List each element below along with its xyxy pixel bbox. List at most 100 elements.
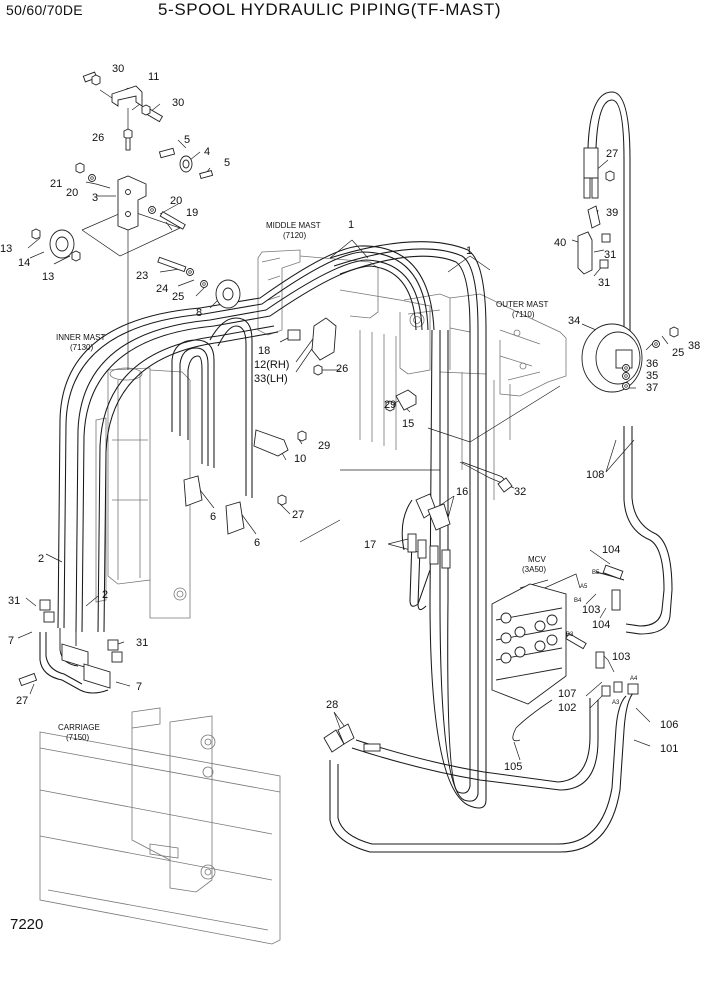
callout-37: 37: [646, 382, 658, 394]
bracket-3-icon: [117, 175, 147, 231]
callout-25: 25: [172, 291, 184, 303]
sheave-14-icon: [49, 229, 75, 259]
callout-36: 36: [646, 358, 658, 370]
callout-105: 105: [504, 761, 522, 773]
callout-102: 102: [558, 702, 576, 714]
hose-runs: [39, 91, 673, 853]
port-b3: B3: [566, 632, 574, 638]
callout-7: 7: [136, 681, 142, 693]
callout-26: 26: [92, 132, 104, 144]
mcv-code: (3A50): [522, 565, 546, 574]
part-callouts: 30 11 30 26 5 4 5 21 20 3 20 19 13 14 13…: [0, 63, 700, 773]
callout-34: 34: [568, 315, 580, 327]
port-a5: A5: [580, 584, 588, 590]
outer-mast-label: OUTER MAST: [496, 300, 549, 309]
callout-40: 40: [554, 237, 566, 249]
component-glyphs: [18, 71, 679, 753]
block-10-icon: [253, 429, 289, 457]
callout-101: 101: [660, 743, 678, 755]
roller-4-icon: [179, 155, 193, 173]
port-a4: A4: [630, 676, 638, 682]
callout-24: 24: [156, 283, 168, 295]
elbow-40-icon: [577, 231, 593, 275]
bolt-19-icon: [159, 211, 186, 230]
mcv-valve-icon: [491, 583, 567, 705]
bolt-30-right-icon: [141, 104, 164, 123]
outer-mast-code: (7110): [512, 310, 535, 319]
callout-5: 5: [224, 157, 230, 169]
callout-32: 32: [514, 486, 526, 498]
callout-27: 27: [292, 509, 304, 521]
bracket-11-icon: [111, 85, 143, 107]
callout-21: 21: [50, 178, 62, 190]
callout-103: 103: [582, 604, 600, 616]
inner-mast-label: INNER MAST: [56, 333, 105, 342]
middle-mast-code: (7120): [283, 231, 306, 240]
callout-6: 6: [254, 537, 260, 549]
callout-29: 29: [318, 440, 330, 452]
callout-108: 108: [586, 469, 604, 481]
callout-104: 104: [592, 619, 610, 631]
callout-1: 1: [466, 245, 472, 257]
bracket-12-icon: [311, 317, 337, 361]
assembly-labels: MIDDLE MAST (7120) OUTER MAST (7110) INN…: [56, 221, 549, 742]
callout-20: 20: [66, 187, 78, 199]
callout-106: 106: [660, 719, 678, 731]
mcv-label: MCV: [528, 555, 546, 564]
port-b5: B5: [592, 570, 600, 576]
callout-30: 30: [172, 97, 184, 109]
sheave-34-icon: [581, 323, 643, 393]
callout-35: 35: [646, 370, 658, 382]
port-a3: A3: [612, 700, 620, 706]
pin-5-icon: [158, 147, 176, 159]
callout-25: 25: [672, 347, 684, 359]
callout-31: 31: [136, 637, 148, 649]
callout-7: 7: [8, 635, 14, 647]
callout-28: 28: [326, 699, 338, 711]
page-title: 5-SPOOL HYDRAULIC PIPING(TF-MAST): [158, 0, 502, 19]
callout-13: 13: [42, 271, 54, 283]
callout-103: 103: [612, 651, 630, 663]
middle-mast-label: MIDDLE MAST: [266, 221, 321, 230]
bolt-26-icon: [123, 128, 133, 151]
callout-38: 38: [688, 340, 700, 352]
callout-19: 19: [186, 207, 198, 219]
callout-4: 4: [204, 146, 210, 158]
callout-6: 6: [210, 511, 216, 523]
callout-13: 13: [0, 243, 12, 255]
callout-27: 27: [16, 695, 28, 707]
callout-26: 26: [336, 363, 348, 375]
callout-12-rh: 12(RH): [254, 359, 289, 371]
callout-16: 16: [456, 486, 468, 498]
port-b4: B4: [574, 598, 582, 604]
page-code: 7220: [10, 916, 44, 933]
callout-2: 2: [102, 589, 108, 601]
callout-31: 31: [8, 595, 20, 607]
callout-23: 23: [136, 270, 148, 282]
callout-107: 107: [558, 688, 576, 700]
callout-11: 11: [148, 71, 159, 83]
callout-3: 3: [92, 192, 98, 204]
callout-2: 2: [38, 553, 44, 565]
callout-10: 10: [294, 453, 306, 465]
carriage-label: CARRIAGE: [58, 723, 100, 732]
callout-1: 1: [348, 219, 354, 231]
callout-31: 31: [604, 249, 616, 261]
callout-5: 5: [184, 134, 190, 146]
callout-15: 15: [402, 418, 414, 430]
pin-5b-icon: [199, 169, 214, 180]
model-code: 50/60/70DE: [6, 2, 83, 18]
callout-29: 29: [384, 399, 396, 411]
callout-14: 14: [18, 257, 30, 269]
inner-mast-code: (7130): [70, 343, 93, 352]
clip-6b-icon: [225, 501, 245, 535]
mast-structures: [39, 249, 567, 945]
callout-39: 39: [606, 207, 618, 219]
callout-31: 31: [598, 277, 610, 289]
roller-8-icon: [215, 279, 241, 309]
callout-17: 17: [364, 539, 376, 551]
callout-20: 20: [170, 195, 182, 207]
callout-33-lh: 33(LH): [254, 373, 288, 385]
port-labels: B5 A5 B4 B3 A3 A4: [566, 570, 638, 706]
